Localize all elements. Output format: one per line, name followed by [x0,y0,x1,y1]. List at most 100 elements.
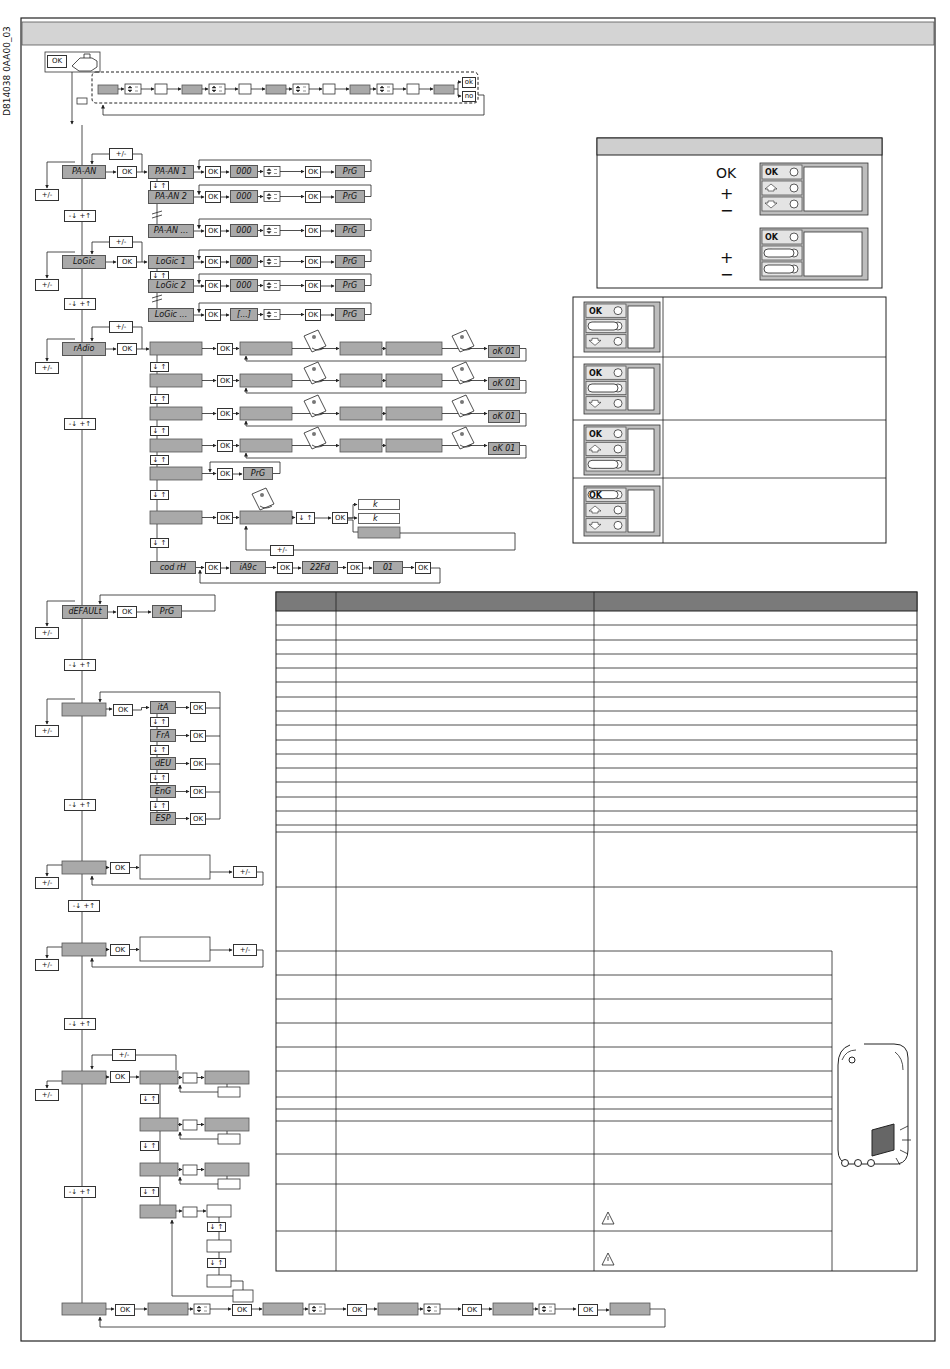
ok-key-box: OK [305,191,321,203]
flow-arrow [555,1309,576,1310]
cable-gland [868,1160,875,1167]
node-text: OK [467,1307,477,1314]
node-text: -↓ +↑ [69,1021,91,1028]
key-icon [264,310,280,320]
leader-line [832,951,833,1271]
node-text: OK [350,565,360,572]
node-text: OK [418,565,428,572]
flow-arrow [315,518,331,519]
keypad-key [586,458,626,471]
flow-arrow [210,1309,231,1310]
ok-key-box: OK [347,562,363,574]
down-arrow-symbol [589,338,601,345]
ok-key-box: no [462,91,476,102]
flow-arrow [293,568,301,569]
ok-key-box: OK [205,309,221,321]
display-box [150,407,202,420]
ok-key-box: OK [347,1304,367,1316]
flow-arrow [106,949,109,950]
node-text: -↓ +↑ [69,662,91,669]
small-box [183,1207,197,1217]
flow-arrow [246,381,526,394]
flow-arrow [348,518,357,519]
key-box: +/- [35,1089,59,1101]
display-box [150,467,202,480]
display-box: iA9c [230,561,266,574]
keypad-display [804,232,862,276]
ok-key-box: OK [277,562,293,574]
node-text: OK [208,194,218,201]
key-icon [312,1306,322,1312]
keypad-key [586,519,626,532]
key-icon [125,84,141,94]
node-text: OK [220,471,230,478]
keypad-key [586,442,626,455]
display-box: 01 [373,561,403,574]
flow-arrow [197,1211,206,1212]
node-text: +/- [277,547,288,554]
node-text: OK [208,228,218,235]
key-label: OK [589,369,602,378]
key-box: +/- [35,189,59,201]
display-box: itA [150,701,176,714]
key-button [614,337,622,345]
ok-key-box: OK [305,256,321,268]
node-text: OK [220,346,230,353]
flow-arrow [233,474,242,475]
node-text: ESP [156,815,171,823]
ok-key-box: OK [305,309,321,321]
keypad-key [586,319,626,332]
node-text: PrG [251,470,265,478]
flow-arrow [419,89,433,90]
flow-arrow [72,72,73,124]
keypad [584,425,660,475]
keypad-key [586,397,626,410]
flow-arrow [321,231,334,232]
node-text: ↓ ↑ [143,1096,157,1103]
node-text: OK [118,707,128,714]
key-icon [293,84,309,94]
small-box [183,1073,197,1083]
display-box [386,342,442,355]
small-box [207,1205,231,1217]
down-arrow-symbol [589,522,601,529]
cable-gland [842,1160,849,1167]
key-button [614,307,622,315]
remote-icon [452,427,474,449]
node-text: +/- [42,1092,53,1099]
key-box: +/- [35,279,59,291]
flow-arrow [233,413,239,414]
display-box [266,85,286,94]
leader-line [276,1071,832,1072]
node-text: ↓ ↑ [153,428,167,435]
leader-line [276,825,917,826]
finger [764,249,794,257]
key-legend: − [720,201,733,220]
flow-arrow [221,568,229,569]
flow-arrow [221,231,229,232]
leader-line [276,740,917,741]
flow-arrow [133,708,149,711]
leader-line [136,1055,176,1070]
ok-key-box: OK [217,408,233,420]
node-text: FrA [156,732,169,740]
leader-line [573,357,886,358]
node-text: OK [122,346,132,353]
leader-line [276,640,917,641]
remote-icon [312,400,316,404]
hand-icon [460,413,472,415]
flow-arrow [418,1309,423,1310]
leader-line [220,708,221,819]
ok-key-box: OK [415,562,431,574]
small-box [218,1179,240,1189]
key-box: ↓ ↑ [150,455,169,465]
ok-key-box: OK [115,1304,135,1316]
hand-icon [312,348,324,350]
node-text: PrG [343,258,357,266]
node-text: oK 01 [493,380,516,388]
finger [588,491,618,499]
flow-arrow [246,414,526,427]
key-legend: OK [716,165,736,181]
flow-arrow [194,231,204,232]
display-box [340,439,382,452]
